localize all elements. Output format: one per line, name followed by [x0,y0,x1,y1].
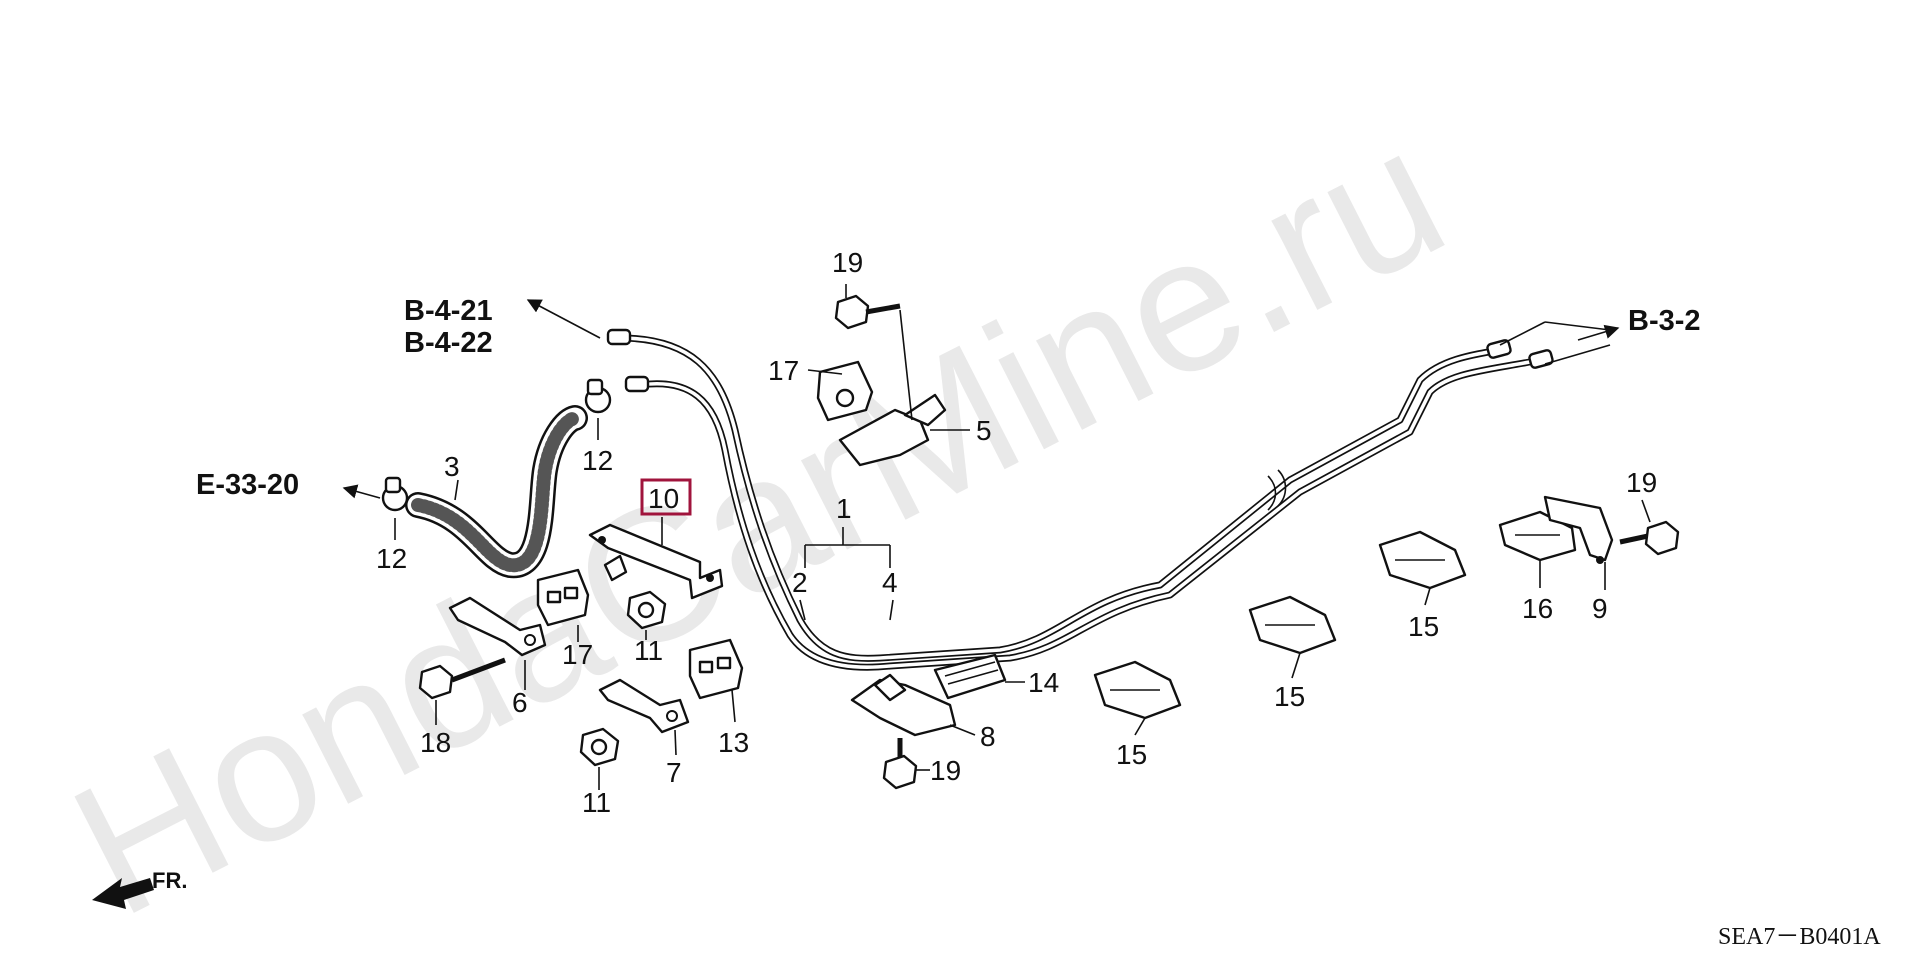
ref-b-3-2: B-3-2 [1628,305,1701,337]
callout-15-c: 15 [1408,611,1439,642]
callout-16: 16 [1522,593,1553,624]
callout-10: 10 [648,483,679,514]
callout-7: 7 [666,757,682,788]
callout-12-lower: 12 [376,543,407,574]
bolt-19-upper [834,294,901,330]
fuel-hose [405,405,588,579]
pipe-clamp-17-lower [536,568,590,627]
leader-lines [394,284,1651,790]
pipe-clamp-16 [1498,510,1577,562]
bolt-19-lower [882,738,918,790]
ref-e-33-20: E-33-20 [196,469,299,501]
bracket-part-5 [838,393,947,467]
callout-4: 4 [882,567,898,598]
callout-11-upper: 11 [634,635,663,666]
callout-5: 5 [976,415,992,446]
bracket-part-6 [448,596,547,657]
callout-6: 6 [512,687,528,718]
callout-19-lower: 19 [930,755,961,786]
callout-2: 2 [792,567,808,598]
ref-b-4-21: B-4-21 [404,295,493,327]
callout-12-upper: 12 [582,445,613,476]
bracket-part-7 [598,678,690,734]
diagram-code: SEA7－B0401A [1718,924,1881,950]
callout-18: 18 [420,727,451,758]
callout-numbers: 19 17 5 1 2 4 10 12 3 12 11 17 6 18 13 7… [376,247,1657,818]
bracket-part-8 [850,673,957,737]
callout-11-lower: 11 [582,787,611,818]
callout-17-upper: 17 [768,355,799,386]
callout-1: 1 [836,493,852,524]
front-label: FR. [152,868,187,893]
pipe-clamp-15-c [1378,530,1467,590]
callout-8: 8 [980,721,996,752]
hose-clamp-upper [584,378,612,414]
callout-13: 13 [718,727,749,758]
pipe-clamp-13 [688,638,744,700]
flange-nut-upper [626,590,667,630]
fuel-pipe-assembly [606,328,1554,671]
callout-3: 3 [444,451,460,482]
pipe-clamp-15-a [1093,660,1182,720]
hose-clamp-lower [381,476,409,512]
callout-19-upper: 19 [832,247,863,278]
flange-nut-lower [579,727,620,767]
highlight-box-part-10 [640,478,692,516]
callout-17-lower: 17 [562,639,593,670]
callout-9: 9 [1592,593,1608,624]
bracket-part-9 [1543,495,1614,564]
ref-b-4-22: B-4-22 [404,327,493,359]
callout-15-a: 15 [1116,739,1147,770]
pipe-clamp-15-b [1248,595,1337,655]
bolt-18 [418,657,506,700]
pipe-clamp-17-upper [816,360,874,422]
front-direction-arrow: FR. [92,868,187,909]
callout-19-right: 19 [1626,467,1657,498]
pipe-clamp-14 [933,653,1007,700]
callout-15-b: 15 [1274,681,1305,712]
callout-14: 14 [1028,667,1059,698]
bracket-part-10 [588,523,724,600]
bolt-19-right [1619,520,1680,556]
